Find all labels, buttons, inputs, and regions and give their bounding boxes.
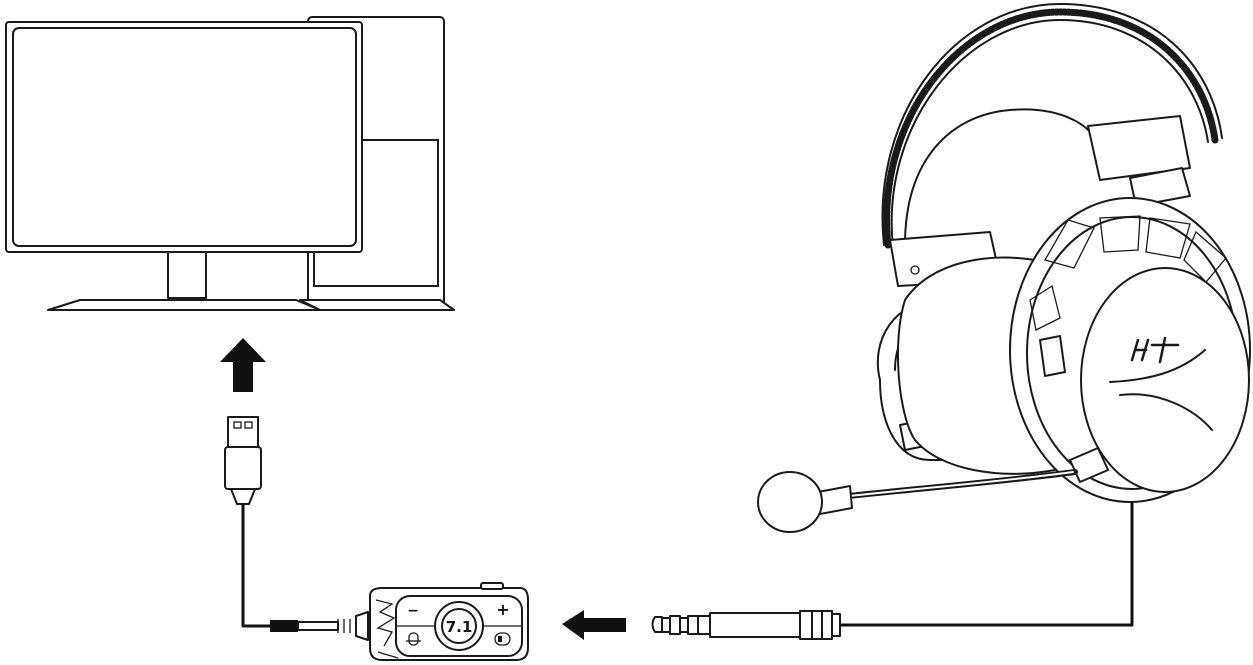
volume-down-button[interactable]: − xyxy=(407,603,419,619)
headphone-mute-button[interactable] xyxy=(494,632,511,646)
headset-icon xyxy=(876,3,1251,503)
audio-control-box-icon: 7.1 − + xyxy=(369,582,529,661)
headset-cable xyxy=(840,478,1134,627)
audio-jack-plug-icon xyxy=(651,610,841,640)
usb-to-computer-arrow xyxy=(220,338,266,392)
usb-plug-icon xyxy=(224,416,262,505)
headset-to-controlbox-arrow xyxy=(562,610,626,640)
usb-cable xyxy=(241,504,300,628)
mic-mute-button[interactable] xyxy=(406,632,421,646)
volume-up-button[interactable]: + xyxy=(496,600,509,619)
surround-7-1-button[interactable]: 7.1 xyxy=(446,618,473,636)
microphone-icon xyxy=(757,469,1078,533)
desk-base xyxy=(299,299,455,311)
computer-monitor-icon xyxy=(5,21,363,311)
